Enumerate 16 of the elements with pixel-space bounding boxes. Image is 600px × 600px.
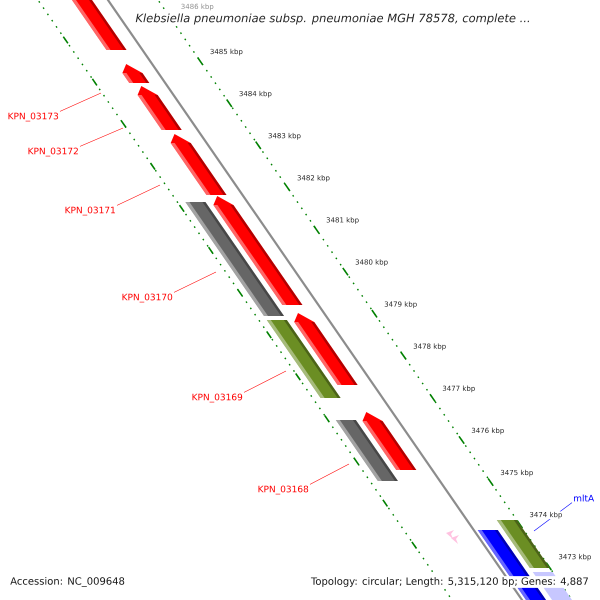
gene-label: KPN_03169 bbox=[192, 394, 242, 402]
leader-line bbox=[116, 184, 160, 206]
leader-line bbox=[310, 464, 350, 485]
leader-line bbox=[60, 92, 102, 112]
gene-label: KPN_03172 bbox=[28, 148, 78, 156]
leader-line bbox=[174, 272, 216, 293]
footer-text: Accession: NC_009648 bbox=[10, 577, 124, 587]
title: Klebsiella pneumoniae subsp. pneumoniae MGH 78578, complete ... bbox=[135, 13, 531, 25]
gene-label: KPN_03168 bbox=[258, 486, 308, 494]
footer-text: Topology: circular; Length: 5,315,120 bp; Genes: 4,887 bbox=[310, 576, 590, 588]
gene-label: KPN_03173 bbox=[8, 112, 58, 122]
gene-label: KPN_03170 bbox=[122, 294, 172, 302]
leader-line bbox=[244, 370, 286, 393]
gene-label: KPN_03171 bbox=[65, 206, 115, 216]
gene-label: mltA bbox=[574, 494, 594, 502]
leader-line bbox=[80, 128, 124, 147]
